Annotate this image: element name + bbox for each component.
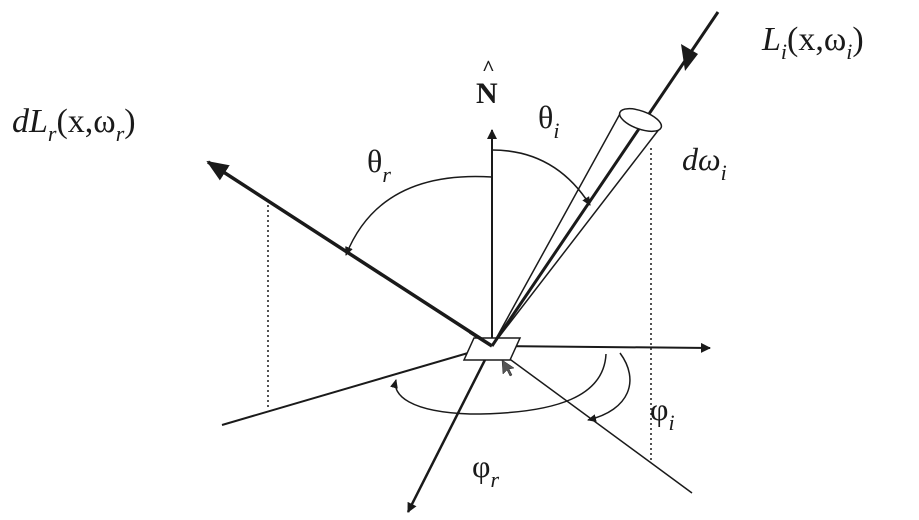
theta-reflected-label: θr <box>367 143 391 187</box>
theta-incident-arc <box>491 149 591 206</box>
incident-ray <box>490 11 720 347</box>
theta-reflected-arc <box>345 175 493 256</box>
surface-axis-x <box>491 342 711 353</box>
surface-patch <box>462 337 522 361</box>
reflected-direction-arrow <box>206 160 493 348</box>
reflected-radiance-label: dLr(x,ωr) <box>12 103 136 146</box>
surface-axis-z <box>221 345 493 426</box>
cone-edge-right <box>491 127 661 347</box>
cone-cap <box>618 107 663 133</box>
incident-arrowhead-icon <box>681 44 698 71</box>
solid-angle-label: dωi <box>682 141 727 185</box>
normal-symbol: N <box>476 77 498 110</box>
phi-incident-arc <box>587 352 631 423</box>
phi-incident-label: φi <box>650 391 675 435</box>
reflected-ray-over-patch <box>469 330 493 348</box>
theta-incident-label: θi <box>538 99 559 143</box>
cone-edge-left <box>491 111 622 347</box>
incident-ray-over-patch <box>490 333 502 347</box>
phi-reflected-label: φr <box>472 448 499 492</box>
surface-axis-y <box>406 345 494 513</box>
incident-radiance-label: Li(x,ωi) <box>761 21 864 64</box>
phi-reflected-arc <box>390 353 607 415</box>
cursor-icon <box>501 359 515 377</box>
normal-hat: ^ <box>482 55 495 80</box>
normal-label: N ^ <box>476 55 498 110</box>
